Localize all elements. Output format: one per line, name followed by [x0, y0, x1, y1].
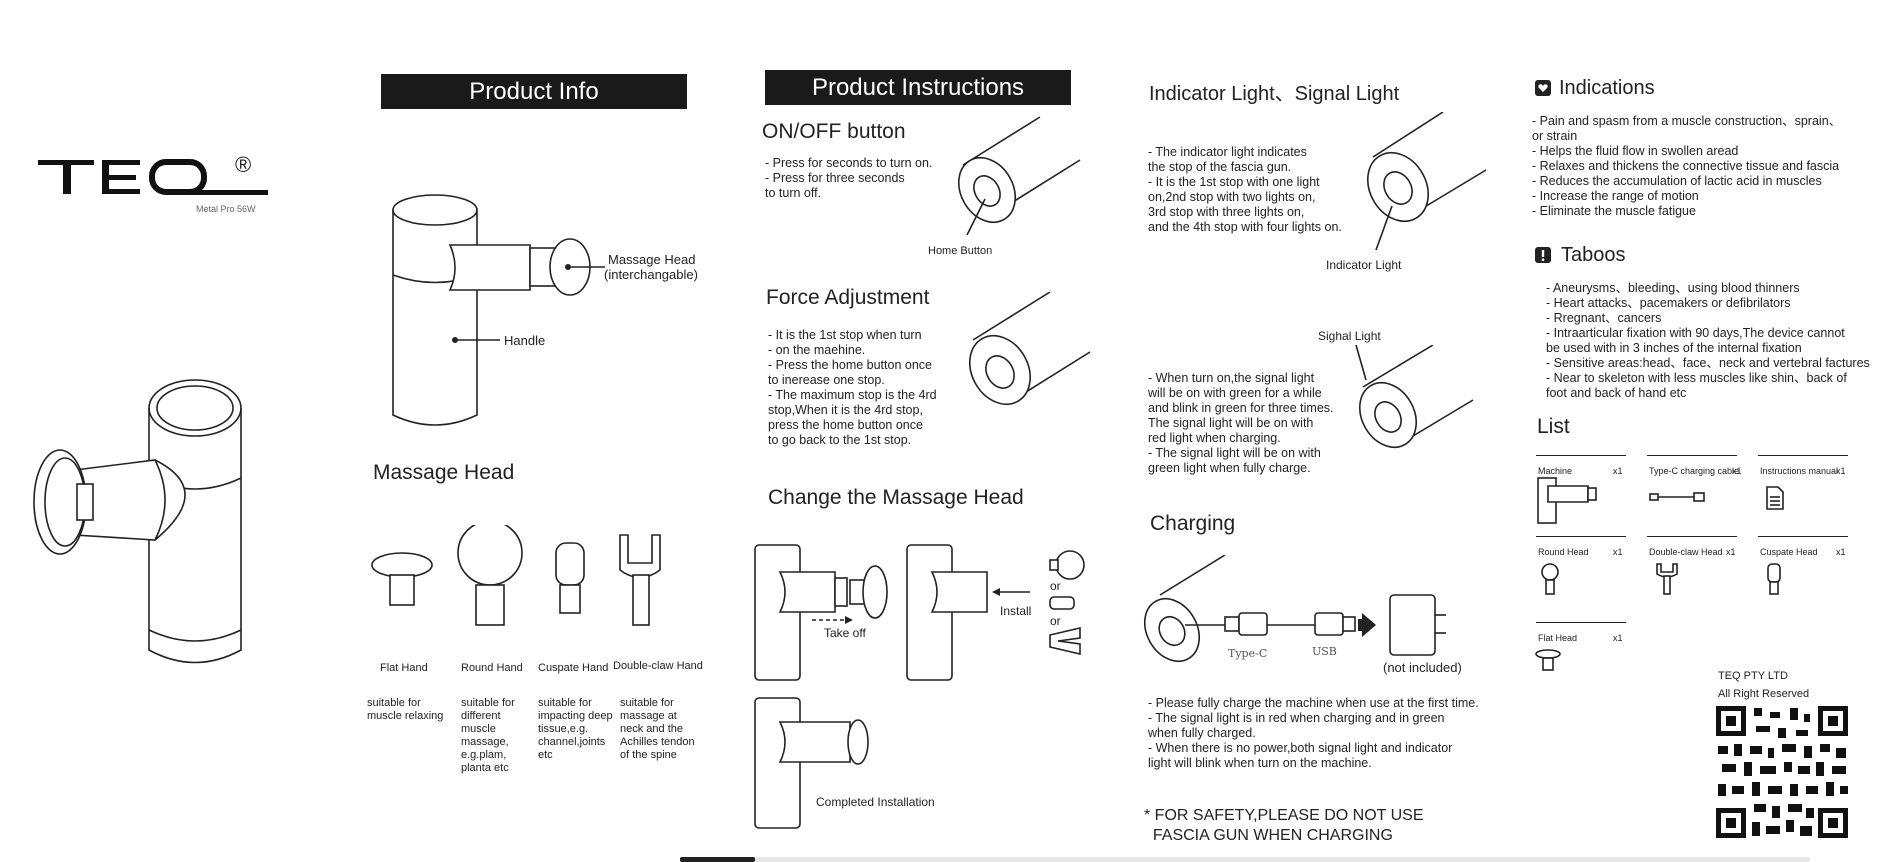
list-item-double-claw: Double-claw Head — [1649, 547, 1723, 557]
list-qty: x1 — [1613, 547, 1623, 557]
force-text: - It is the 1st stop when turn - on the … — [768, 328, 937, 447]
head-desc-flat: suitable for muscle relaxing — [367, 697, 444, 722]
indicator-light-callout: Indicator Light — [1326, 258, 1402, 272]
product-info-banner: Product Info — [381, 74, 687, 109]
massage-head-label: Massage Head (interchangable) — [604, 252, 698, 282]
flat-head-thumb-icon — [1534, 648, 1562, 674]
list-rule — [1758, 536, 1848, 537]
indicator-title: Indicator Light、Signal Light — [1149, 83, 1400, 105]
home-button-callout: Home Button — [928, 245, 993, 257]
indicator-text: - The indicator light indicates the stop… — [1148, 145, 1342, 234]
product-info-illustration — [390, 190, 630, 435]
warning-icon — [1535, 247, 1551, 263]
list-qty: x1 — [1836, 466, 1846, 476]
list-rule — [1536, 622, 1626, 623]
head-name-round: Round Hand — [461, 662, 523, 674]
list-qty: x1 — [1732, 466, 1742, 476]
charging-text: - Please fully charge the machine when u… — [1148, 696, 1479, 770]
cuspate-thumb-icon — [1766, 562, 1782, 596]
list-rule — [1536, 536, 1626, 537]
or-label-2: or — [1050, 614, 1061, 628]
teq-logo-icon — [38, 159, 268, 195]
typec-label: Type-C — [1228, 647, 1268, 660]
list-title: List — [1537, 415, 1570, 438]
list-rule — [1758, 455, 1848, 456]
company-name: TEQ PTY LTD — [1718, 670, 1788, 682]
force-title: Force Adjustment — [766, 286, 930, 309]
heart-icon — [1535, 80, 1551, 96]
onoff-title: ON/OFF button — [762, 120, 906, 143]
double-claw-thumb-icon — [1654, 562, 1680, 596]
safety-warning: * FOR SAFETY,PLEASE DO NOT USE FASCIA GU… — [1144, 807, 1424, 844]
head-name-cuspate: Cuspate Hand — [538, 662, 609, 674]
list-item-cuspate: Cuspate Head — [1760, 547, 1818, 557]
signal-illustration — [1348, 344, 1478, 455]
head-desc-cuspate: suitable for impacting deep tissue,e.g. … — [538, 697, 613, 761]
registered-mark: ® — [235, 152, 252, 177]
list-item-machine: Machine — [1538, 466, 1573, 476]
device-illustration — [15, 360, 275, 680]
usb-label: USB — [1312, 645, 1337, 658]
list-item-round-head: Round Head — [1538, 547, 1589, 557]
head-name-flat: Flat Hand — [380, 662, 428, 674]
company-rights: All Right Reserved — [1718, 688, 1810, 700]
completed-installation-label: Completed Installation — [816, 795, 935, 809]
taboos-title: Taboos — [1561, 244, 1626, 266]
indicator-illustration — [1358, 111, 1498, 252]
indications-title: Indications — [1559, 77, 1655, 99]
cable-thumb-icon — [1648, 490, 1708, 504]
list-item-cable: Type-C charging cable — [1649, 466, 1740, 476]
onoff-text: - Press for seconds to turn on. - Press … — [765, 156, 933, 200]
taboos-text: - Aneurysms、bleeding、using blood thinner… — [1546, 281, 1870, 400]
list-item-flat-head: Flat Head — [1538, 633, 1578, 643]
list-qty: x1 — [1613, 633, 1623, 643]
head-desc-double-claw: suitable for massage at neck and the Ach… — [620, 697, 695, 761]
head-name-double-claw: Double-claw Hand — [613, 660, 703, 672]
manual-thumb-icon — [1765, 485, 1785, 511]
handle-label: Handle — [504, 333, 546, 348]
heads-illustration — [370, 520, 700, 635]
not-included-label: (not included) — [1383, 660, 1462, 675]
product-instructions-banner: Product Instructions — [765, 70, 1071, 105]
list-item-manual: Instructions manual — [1760, 466, 1839, 476]
list-rule — [1647, 455, 1737, 456]
or-label-1: or — [1050, 579, 1061, 593]
machine-thumb-icon — [1536, 476, 1606, 526]
scrollbar-thumb[interactable] — [680, 857, 755, 862]
change-head-illustration — [750, 540, 1090, 830]
massage-head-title: Massage Head — [373, 461, 515, 484]
brand-logo — [34, 148, 274, 218]
list-qty: x1 — [1613, 466, 1623, 476]
indications-text: - Pain and spasm from a muscle construct… — [1532, 114, 1842, 218]
signal-light-callout: Sighal Light — [1318, 329, 1381, 343]
force-illustration — [965, 291, 1095, 422]
list-qty: x1 — [1836, 547, 1846, 557]
qr-code-icon — [1716, 706, 1848, 838]
list-qty: x1 — [1726, 547, 1736, 557]
horizontal-scrollbar[interactable] — [680, 857, 1810, 862]
model-label: Metal Pro 56W — [196, 204, 256, 214]
charging-title: Charging — [1150, 512, 1236, 535]
charging-illustration — [1140, 554, 1480, 675]
list-rule — [1647, 536, 1737, 537]
signal-text: - When turn on,the signal light will be … — [1148, 371, 1334, 475]
onoff-illustration — [955, 115, 1090, 245]
round-head-thumb-icon — [1540, 562, 1560, 596]
take-off-label: Take off — [824, 626, 866, 640]
change-head-title: Change the Massage Head — [768, 486, 1024, 509]
install-label: Install — [1000, 604, 1032, 618]
head-desc-round: suitable for different muscle massage, e… — [461, 697, 515, 774]
list-rule — [1536, 455, 1626, 456]
